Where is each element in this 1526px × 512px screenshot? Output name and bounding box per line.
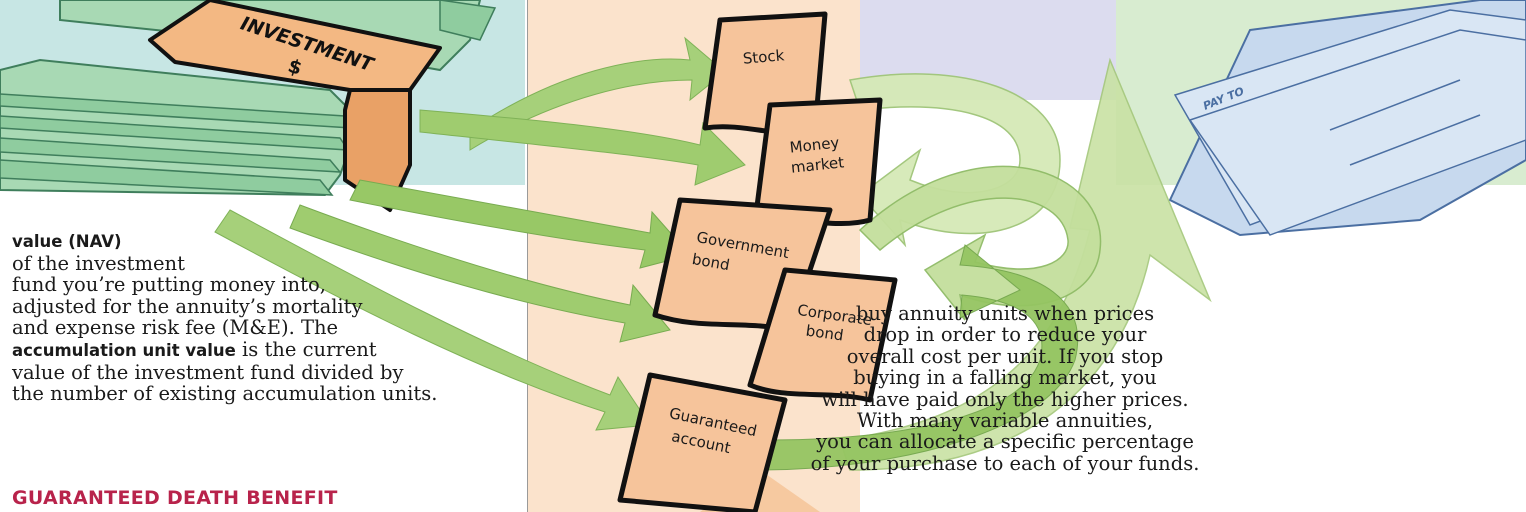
body-line: will have paid only the higher prices. [821, 387, 1189, 411]
body-line: of your purchase to each of your funds. [810, 451, 1200, 475]
body-line: drop in order to reduce your [863, 323, 1147, 347]
body-line: With many variable annuities, [856, 409, 1154, 433]
fund-box-label: Stock [742, 46, 785, 68]
body-line: you can allocate a specific percentage [816, 430, 1194, 454]
body-line: buying in a falling market, you [853, 366, 1157, 390]
page-divider [527, 0, 528, 512]
arrow-to-corporate-bond [289, 204, 671, 343]
nav-term: value (NAV) [12, 232, 122, 251]
fund-box-label: bond [805, 322, 845, 345]
fund-box-label: Money [789, 133, 840, 156]
right-column-text: buy annuity units when prices drop in or… [560, 302, 1450, 475]
accumulation-unit-term: accumulation unit value [12, 340, 236, 360]
checks-stack-illustration: PAY TO [1168, 0, 1526, 237]
body-line: value of the investment fund divided by [12, 360, 404, 384]
arrow-to-guaranteed-account [214, 209, 651, 431]
body-line: fund you’re putting money into, [12, 273, 326, 297]
body-line: the number of existing accumulation unit… [12, 382, 438, 406]
left-column-text: value (NAV) of the investment fund you’r… [12, 230, 517, 405]
body-line: overall cost per unit. If you stop [846, 344, 1164, 368]
body-line: buy annuity units when prices [855, 302, 1155, 325]
rebalance-arrow-middle [858, 165, 1102, 321]
fund-box-label: market [790, 153, 845, 176]
fund-box-corporate-bond: Corporate bond [747, 267, 898, 403]
body-line: and expense risk fee (M&E). The [12, 316, 339, 340]
swap-arrow-lower [759, 244, 1079, 471]
background-lower-right [860, 185, 1526, 512]
fund-box-guaranteed-account: Guaranteed account [617, 372, 788, 512]
section-heading: GUARANTEED DEATH BENEFIT [12, 487, 338, 509]
arrow-to-stock [469, 36, 726, 151]
dollar-sign-label: $ [285, 55, 304, 80]
payout-arrow [839, 57, 1212, 471]
arrow-to-money-market [419, 109, 746, 186]
body-line: adjusted for the annuity’s mortality [12, 294, 363, 318]
body-line: of the investment [12, 251, 185, 275]
body-line: is the current [235, 337, 377, 361]
